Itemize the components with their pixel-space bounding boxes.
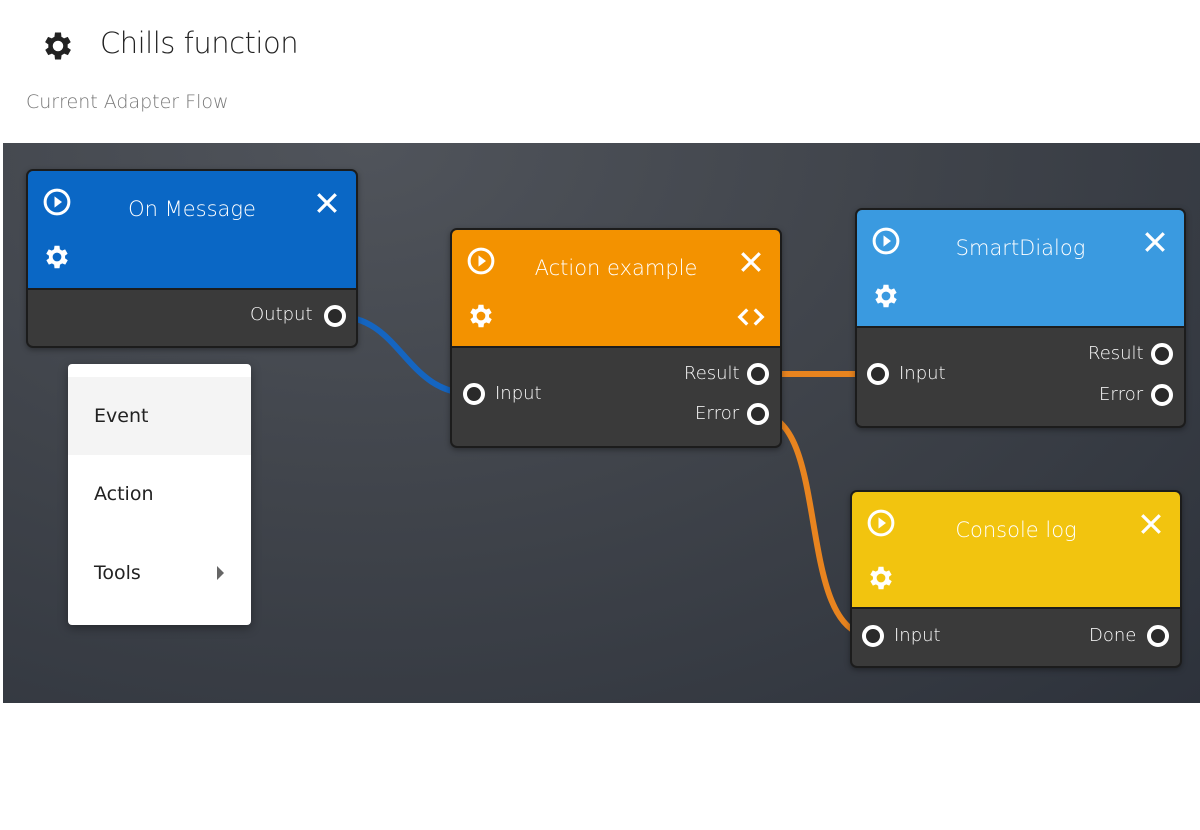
play-icon[interactable] <box>871 226 901 256</box>
port-error[interactable] <box>1151 384 1173 406</box>
page-title: Chills function <box>100 26 299 60</box>
node-console-log[interactable]: Console log <box>850 490 1182 668</box>
play-icon[interactable] <box>866 508 896 538</box>
play-icon[interactable] <box>42 187 72 217</box>
port-done[interactable] <box>1147 625 1169 647</box>
chevron-right-icon <box>217 566 224 580</box>
close-icon[interactable] <box>736 247 766 277</box>
menu-item-label: Event <box>94 405 149 427</box>
play-icon[interactable] <box>466 246 496 276</box>
menu-item-action[interactable]: Action <box>68 455 251 533</box>
port-input[interactable] <box>867 363 889 385</box>
node-smartdialog[interactable]: SmartDialog <box>855 208 1186 428</box>
port-result[interactable] <box>1151 343 1173 365</box>
gear-icon[interactable] <box>42 242 72 272</box>
menu-item-label: Action <box>94 483 154 505</box>
port-label-result: Result <box>684 363 740 384</box>
node-title: Action example <box>534 256 698 280</box>
port-label-error: Error <box>695 403 740 424</box>
gear-icon[interactable] <box>466 301 496 331</box>
page-subtitle: Current Adapter Flow <box>26 91 229 113</box>
port-label-input: Input <box>899 363 946 384</box>
gear-icon <box>45 32 71 60</box>
node-title: Console log <box>955 518 1077 542</box>
port-label-output: Output <box>250 304 313 325</box>
menu-item-label: Tools <box>94 562 141 584</box>
port-input[interactable] <box>862 625 884 647</box>
menu-item-tools[interactable]: Tools <box>68 534 251 612</box>
port-label-done: Done <box>1089 625 1137 646</box>
close-icon[interactable] <box>1140 227 1170 257</box>
context-menu: Event Action Tools <box>68 364 251 625</box>
gear-icon[interactable] <box>871 281 901 311</box>
close-icon[interactable] <box>312 188 342 218</box>
port-input[interactable] <box>463 383 485 405</box>
port-label-input: Input <box>495 383 542 404</box>
port-output[interactable] <box>324 305 346 327</box>
port-label-error: Error <box>1099 384 1144 405</box>
node-title: On Message <box>128 197 256 221</box>
code-icon[interactable] <box>736 302 766 332</box>
port-label-result: Result <box>1088 343 1144 364</box>
node-title: SmartDialog <box>955 236 1086 260</box>
port-error[interactable] <box>747 403 769 425</box>
close-icon[interactable] <box>1136 509 1166 539</box>
port-label-input: Input <box>894 625 941 646</box>
menu-item-event[interactable]: Event <box>68 377 251 455</box>
gear-icon[interactable] <box>866 563 896 593</box>
node-action-example[interactable]: Action example <box>450 228 782 448</box>
port-result[interactable] <box>747 363 769 385</box>
node-on-message[interactable]: On Message <box>26 169 358 348</box>
wire-error-to-input <box>757 411 874 639</box>
